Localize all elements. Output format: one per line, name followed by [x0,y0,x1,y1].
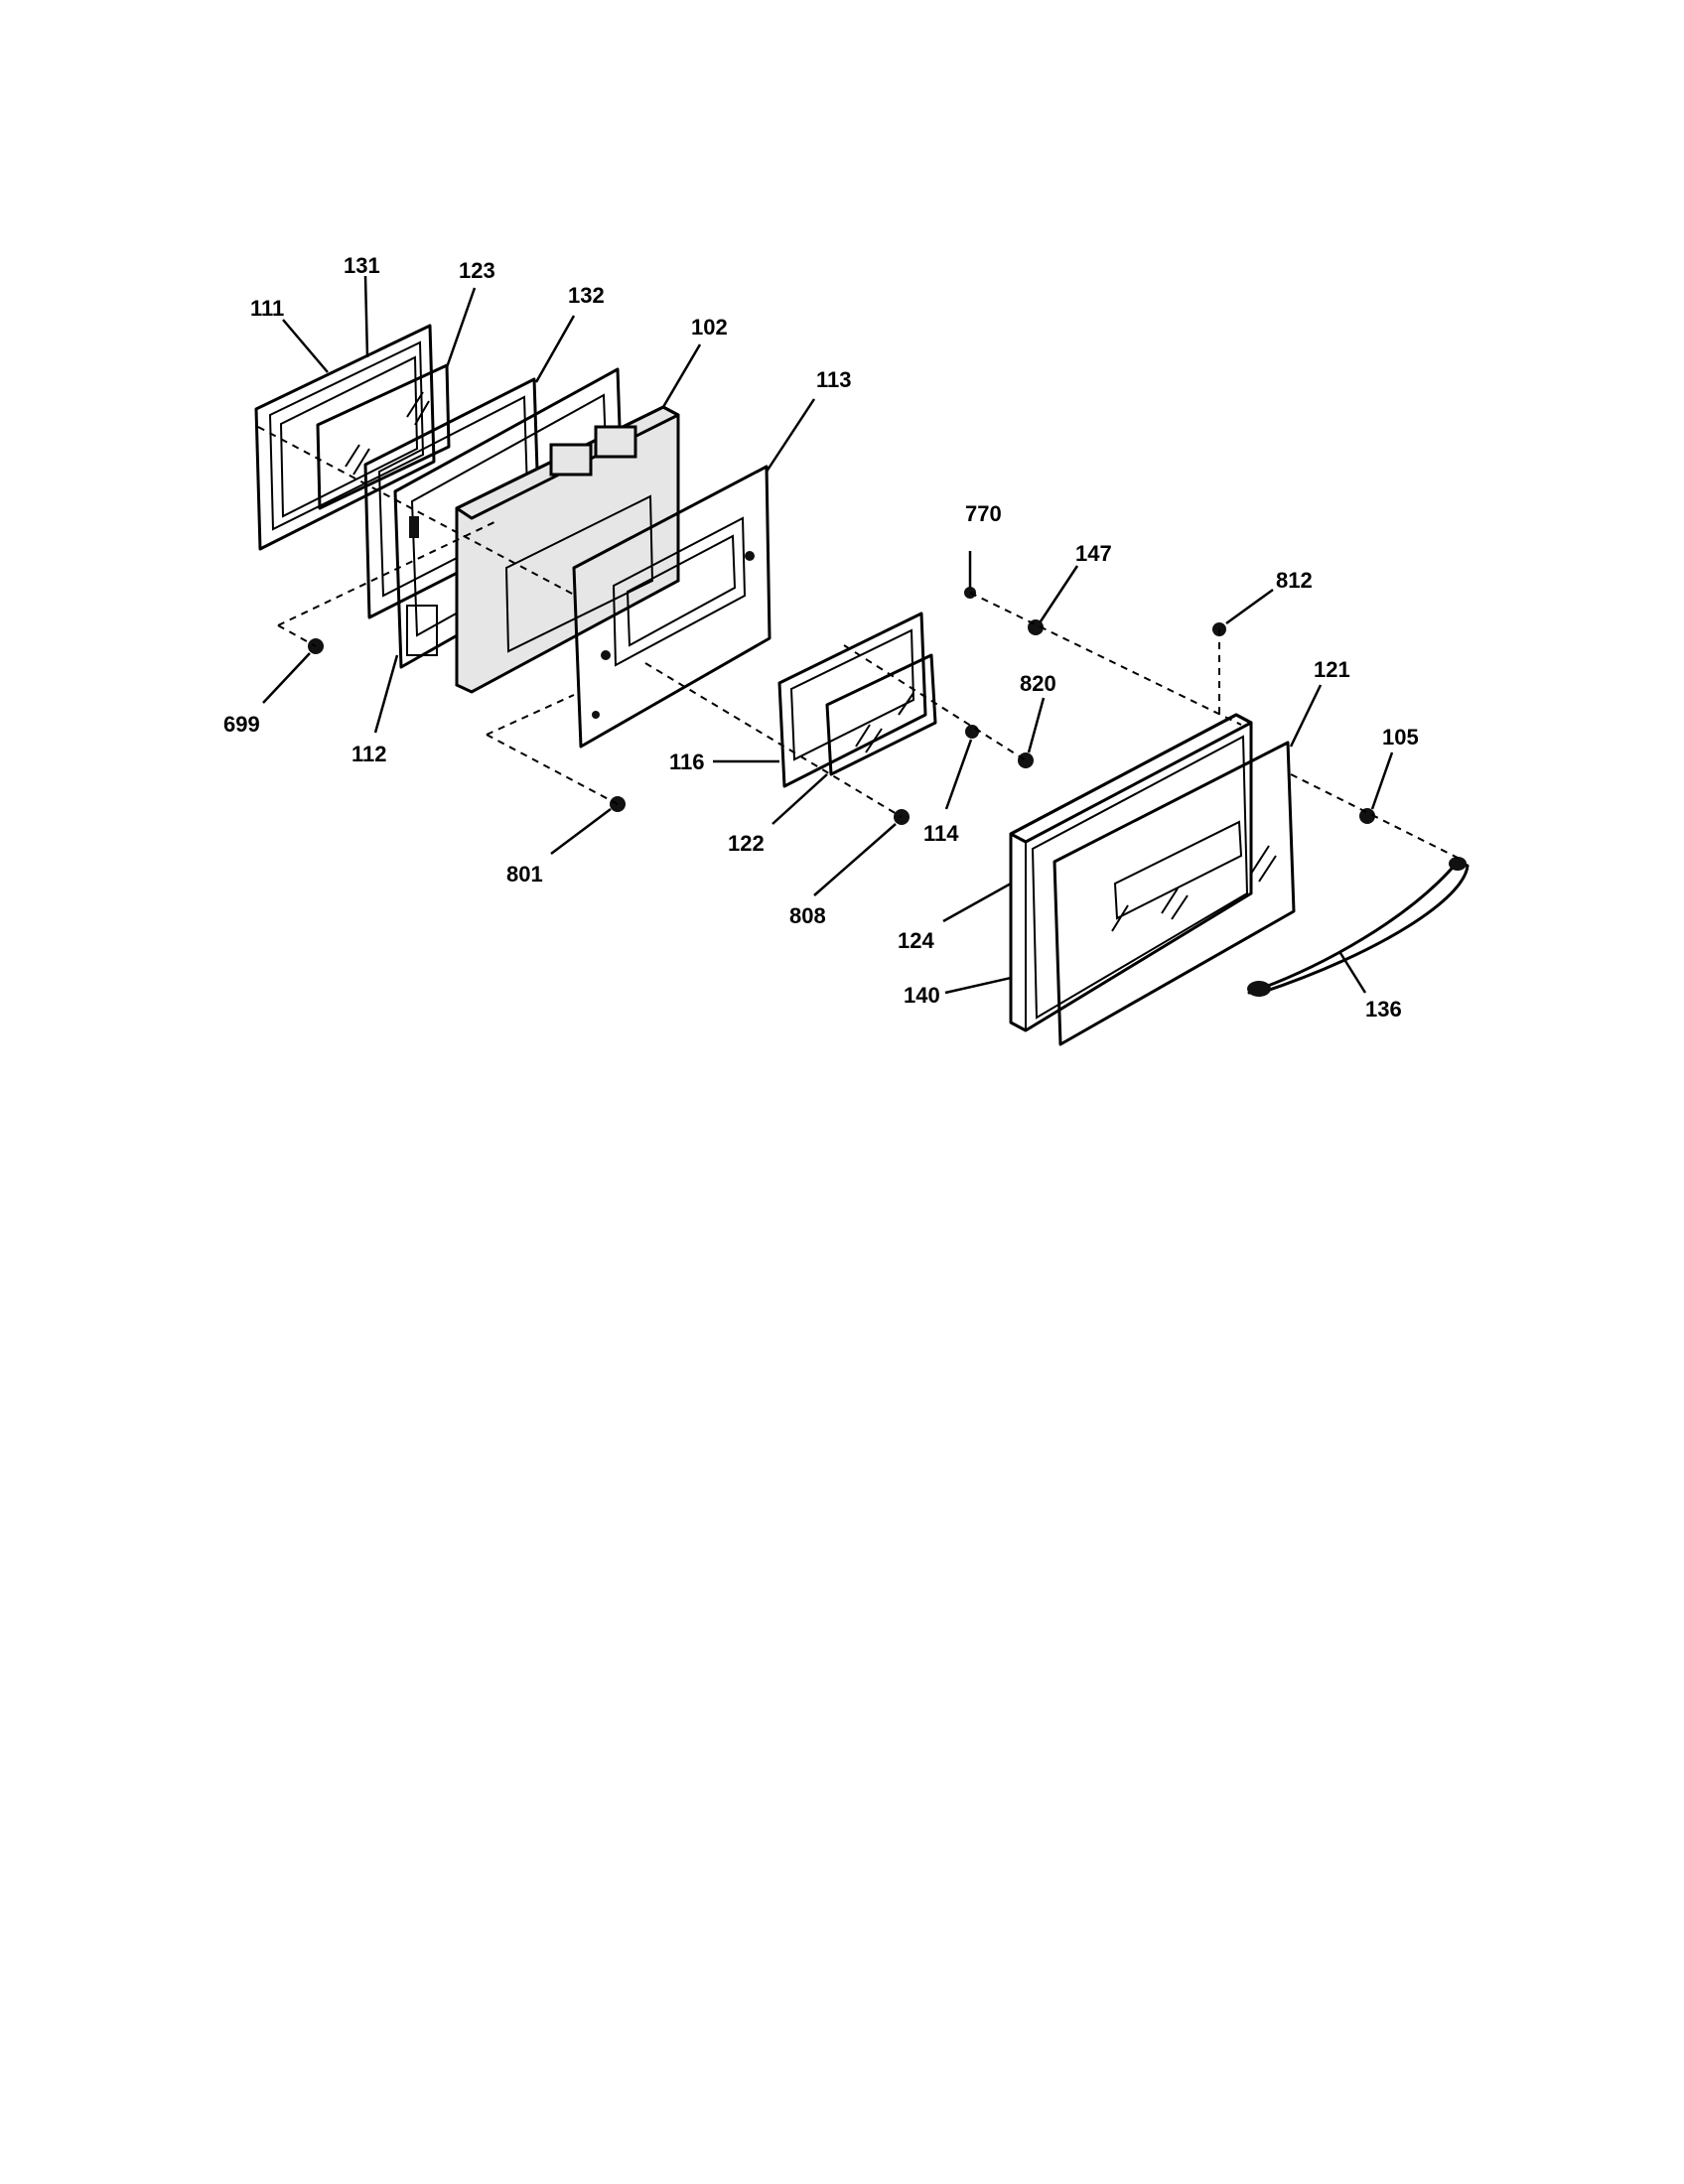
callout-122: 122 [728,831,765,856]
part-140-outer-frame [1009,713,1253,1032]
callout-770: 770 [965,501,1002,526]
callout-112: 112 [351,742,387,766]
callout-116: 116 [669,750,705,774]
part-131-gasket [279,355,419,518]
part-123-inner-glass [316,363,451,510]
callout-131: 131 [344,253,380,278]
part-122-window-glass [825,653,937,776]
callout-699: 699 [223,712,260,737]
screw-105 [1359,808,1375,824]
callout-808: 808 [789,903,826,928]
callout-812: 812 [1276,568,1313,593]
callout-124: 124 [898,928,934,953]
screw-820 [1018,752,1034,768]
callout-105: 105 [1382,725,1419,750]
callout-820: 820 [1020,671,1056,696]
callout-147: 147 [1075,541,1112,566]
callout-132: 132 [568,283,605,308]
callout-140: 140 [904,983,940,1008]
callout-121: 121 [1314,657,1350,682]
callout-113: 113 [816,367,852,392]
callout-114: 114 [923,821,959,846]
callout-labels: 111 131 123 132 102 113 770 147 812 121 … [223,253,1419,1022]
leader-lines [262,275,1394,995]
callout-123: 123 [459,258,495,283]
callout-801: 801 [506,862,543,887]
screw-114 [965,725,979,739]
part-113-door-liner [572,465,772,749]
part-124-trim [1031,735,1249,1020]
part-116-window-bracket [777,612,927,788]
callout-102: 102 [691,315,728,340]
callout-111: 111 [250,296,284,321]
part-111-inner-frame [254,324,436,551]
assembly-lines [257,426,1461,860]
part-136-handle [1247,857,1470,997]
part-121-outer-glass [1052,741,1296,1046]
callout-136: 136 [1365,997,1402,1022]
